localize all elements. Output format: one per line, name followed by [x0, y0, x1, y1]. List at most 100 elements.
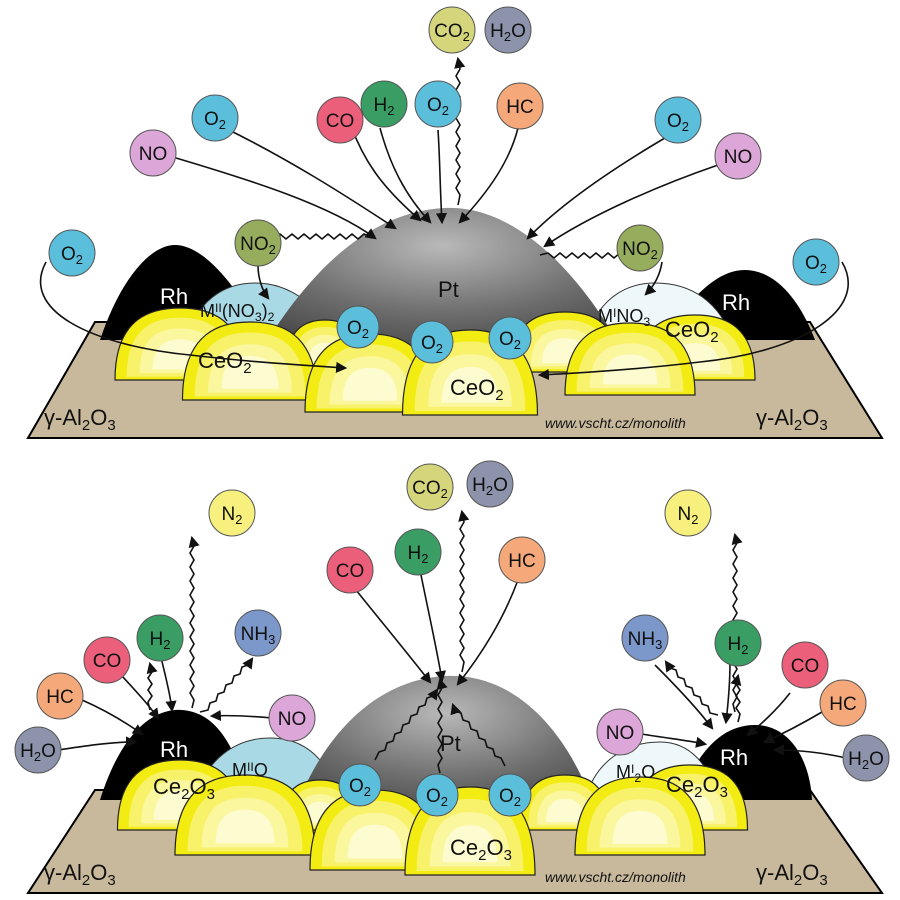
top-arrows [39, 56, 849, 381]
molecule-h2o-right: H2O [842, 734, 890, 782]
molecule-n2-left: N2 [208, 489, 256, 537]
bottom-arrows [57, 509, 847, 774]
molecule-no-right: NO [714, 132, 762, 180]
bottom-panel: Rh Rh MIIO Pt γ-Al2O3 γ-Al2O3 www.vscht.… [14, 460, 890, 894]
molecule-o2-mid: O2 [414, 80, 462, 128]
molecule-o2-pt-3: O2 [488, 316, 532, 360]
molecule-co2-top: CO2 [428, 6, 476, 54]
ceria-crystallite [574, 776, 706, 856]
ceria-crystallites-bottom [116, 759, 749, 876]
svg-text:H2O: H2O [848, 749, 884, 772]
molecule-no-left-bottom: NO [268, 694, 316, 742]
svg-text:O2: O2 [499, 329, 521, 352]
svg-text:HC: HC [508, 551, 535, 572]
svg-text:H2: H2 [374, 95, 395, 118]
molecule-o2-left-up: O2 [191, 94, 239, 142]
svg-text:N2: N2 [678, 504, 699, 527]
label-storage-left: MII(NO3)2 [200, 301, 275, 324]
molecule-o2-pt-1: O2 [336, 305, 380, 349]
svg-text:O2: O2 [427, 95, 449, 118]
molecule-nh3-right: NH3 [621, 614, 669, 662]
molecule-h2-right: H2 [714, 619, 762, 667]
label-ceria-left: CeO2 [198, 348, 252, 377]
svg-text:NO2: NO2 [622, 239, 658, 262]
molecule-hc-right: HC [819, 679, 867, 727]
molecule-no2-left: NO2 [234, 219, 282, 267]
molecule-h2: H2 [360, 80, 408, 128]
svg-text:HC: HC [829, 694, 856, 715]
label-support-right: γ-Al2O3 [756, 405, 828, 434]
svg-text:O2: O2 [61, 244, 83, 267]
svg-text:CO: CO [791, 656, 820, 677]
molecule-co-right: CO [781, 641, 829, 689]
molecule-co: CO [316, 96, 364, 144]
molecule-o2-pt-1-bottom: O2 [338, 763, 382, 807]
molecule-co2-bottom: CO2 [406, 463, 454, 511]
source-url: www.vscht.cz/monolith [545, 415, 686, 431]
svg-text:N2: N2 [222, 504, 243, 527]
svg-text:NO2: NO2 [240, 234, 276, 257]
molecule-o2-right-up: O2 [654, 96, 702, 144]
svg-text:H2O: H2O [472, 475, 508, 498]
svg-text:H2O: H2O [490, 21, 526, 44]
molecule-hc-bottom: HC [498, 536, 546, 584]
svg-text:CO2: CO2 [434, 21, 470, 44]
label-support-right-bottom: γ-Al2O3 [756, 860, 828, 889]
label-storage-right: MINO3 [598, 306, 650, 329]
svg-text:CO: CO [93, 651, 122, 672]
svg-text:H2: H2 [408, 543, 429, 566]
molecule-h2-left: H2 [136, 614, 184, 662]
label-ceria-right: CeO2 [665, 317, 719, 346]
molecule-co-bottom: CO [326, 546, 374, 594]
label-pt-bottom: Pt [440, 731, 461, 756]
svg-text:NO: NO [278, 709, 307, 730]
svg-text:CO2: CO2 [412, 478, 448, 501]
molecule-o2-right-far: O2 [792, 238, 840, 286]
molecule-hc: HC [496, 82, 544, 130]
label-support-left-bottom: γ-Al2O3 [44, 860, 116, 889]
molecule-o2-pt-3-bottom: O2 [488, 773, 532, 817]
svg-text:HC: HC [506, 97, 533, 118]
molecule-h2o-top: H2O [484, 6, 532, 54]
svg-text:NO: NO [139, 144, 168, 165]
svg-text:O2: O2 [667, 111, 689, 134]
svg-text:HC: HC [46, 687, 73, 708]
svg-text:O2: O2 [349, 776, 371, 799]
top-panel: Rh Rh MII(NO3)2 Pt γ-Al2O3 γ-Al2O3 www.v… [26, 6, 884, 439]
molecule-o2-pt-2: O2 [410, 320, 454, 364]
svg-text:H2: H2 [150, 629, 171, 652]
svg-text:O2: O2 [347, 318, 369, 341]
svg-text:NO: NO [606, 723, 635, 744]
svg-text:O2: O2 [499, 786, 521, 809]
molecule-co-left: CO [83, 636, 131, 684]
label-pt: Pt [438, 277, 459, 302]
molecule-h2o-left: H2O [14, 726, 62, 774]
svg-text:NH3: NH3 [628, 629, 663, 652]
molecule-no-right-bottom: NO [596, 708, 644, 756]
svg-text:O2: O2 [805, 253, 827, 276]
label-storage-left-bottom: MIIO [232, 760, 268, 780]
label-ceria-left-bottom: Ce2O3 [153, 774, 215, 803]
label-ceria-center-bottom: Ce2O3 [450, 835, 512, 864]
label-ceria-center: CeO2 [450, 375, 504, 404]
molecule-n2-right: N2 [664, 489, 712, 537]
ceria-crystallites [114, 307, 756, 416]
svg-text:CO: CO [336, 561, 365, 582]
molecule-nh3-left: NH3 [234, 609, 282, 657]
ceria-crystallite [564, 322, 696, 396]
molecule-h2-bottom: H2 [394, 528, 442, 576]
svg-text:O2: O2 [421, 333, 443, 356]
svg-text:CO: CO [326, 111, 355, 132]
svg-text:NO: NO [724, 147, 753, 168]
molecule-no-left: NO [129, 129, 177, 177]
molecule-h2o-bottom: H2O [466, 460, 514, 508]
svg-text:NH3: NH3 [241, 624, 276, 647]
label-ceria-right-bottom: Ce2O3 [666, 772, 728, 801]
svg-text:H2O: H2O [20, 741, 56, 764]
label-rh-right: Rh [722, 290, 750, 315]
source-url-bottom: www.vscht.cz/monolith [545, 869, 686, 885]
svg-text:H2: H2 [728, 634, 749, 657]
label-rh-left: Rh [160, 284, 188, 309]
molecule-hc-left: HC [36, 672, 84, 720]
